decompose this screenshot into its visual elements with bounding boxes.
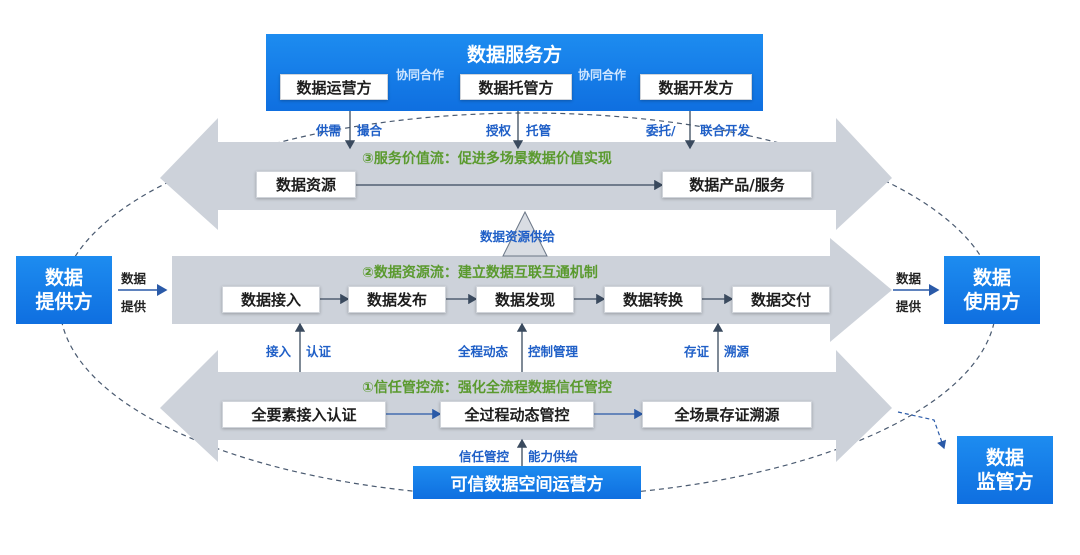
step-data-access[interactable]: 数据接入	[222, 286, 320, 313]
step-data-discover[interactable]: 数据发现	[476, 286, 574, 313]
step-data-deliver[interactable]: 数据交付	[732, 286, 830, 313]
data-resource-box[interactable]: 数据资源	[256, 171, 356, 198]
coop-label-1: 协同合作	[396, 68, 445, 82]
service-value-band	[160, 118, 892, 230]
user-arrow-label-b: 提供	[896, 299, 922, 314]
step-data-transform[interactable]: 数据转换	[604, 286, 702, 313]
data-product-service-box[interactable]: 数据产品/服务	[662, 171, 812, 198]
evidence-label: 存证	[684, 344, 710, 359]
authorize-label: 授权	[486, 123, 512, 138]
user-arrow-label-a: 数据	[896, 271, 922, 286]
data-supervisor-box[interactable]: 数据 监管方	[957, 436, 1053, 504]
data-custodian-box[interactable]: 数据托管方	[460, 74, 572, 100]
provider-arrow-label-a: 数据	[121, 271, 147, 286]
entrust-label: 委托/	[646, 123, 676, 138]
service-value-flow-title: ③服务价值流：促进多场景数据价值实现	[362, 151, 612, 167]
trust-control-flow-title: ①信任管控流：强化全流程数据信任管控	[362, 380, 612, 396]
joint-dev-label: 联合开发	[700, 123, 751, 138]
step-full-process-dynamic-control[interactable]: 全过程动态管控	[440, 401, 594, 428]
provider-arrow-label-b: 提供	[121, 299, 147, 314]
trust-control-label: 信任管控	[459, 449, 510, 464]
capability-supply-label: 能力供给	[528, 449, 579, 464]
coop-label-2: 协同合作	[578, 68, 627, 82]
data-resource-flow-title: ②数据资源流：建立数据互联互通机制	[362, 265, 598, 281]
auth-label: 认证	[306, 344, 332, 359]
step-full-scene-evidence-trace[interactable]: 全场景存证溯源	[642, 401, 812, 428]
trace-label: 溯源	[724, 344, 750, 359]
trusted-space-operator-box[interactable]: 可信数据空间运营方	[413, 466, 641, 499]
resource-supply-label: 数据资源供给	[480, 229, 556, 244]
data-user-box[interactable]: 数据 使用方	[944, 256, 1040, 324]
data-provider-box[interactable]: 数据 提供方	[16, 256, 112, 324]
access-label: 接入	[266, 344, 292, 359]
supply-triangle	[502, 210, 548, 257]
step-data-publish[interactable]: 数据发布	[348, 286, 446, 313]
full-dynamic-label: 全程动态	[458, 344, 509, 359]
custody-label: 托管	[526, 123, 552, 138]
supply-demand-label: 供需	[316, 123, 342, 138]
data-developer-box[interactable]: 数据开发方	[640, 74, 752, 100]
data-operator-box[interactable]: 数据运营方	[280, 74, 388, 100]
control-mgmt-label: 控制管理	[528, 344, 579, 359]
service-party-title: 数据服务方	[466, 44, 562, 66]
step-full-element-access-auth[interactable]: 全要素接入认证	[222, 401, 386, 428]
matching-label: 撮合	[357, 123, 383, 138]
